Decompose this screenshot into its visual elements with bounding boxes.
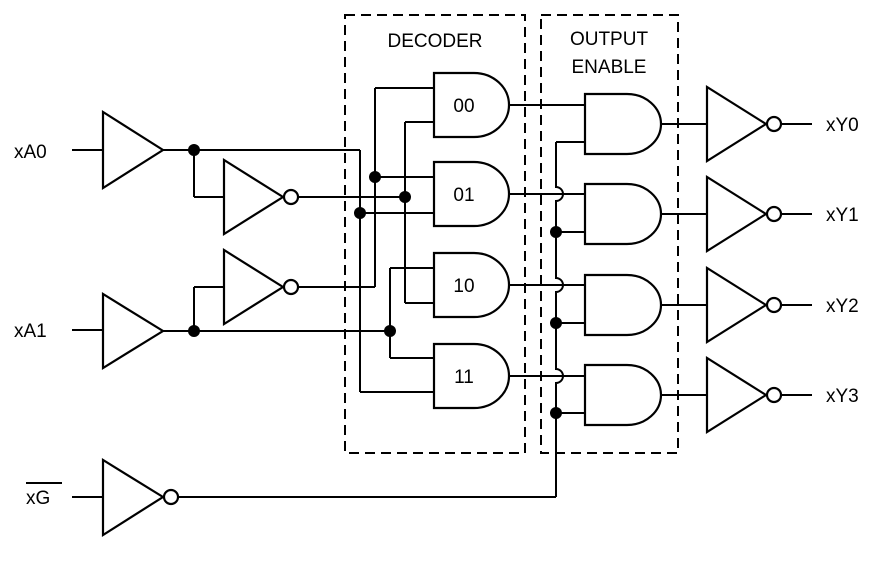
a1-inverter-bubble <box>282 278 300 296</box>
enable-and-gate-3 <box>583 363 663 427</box>
output-inverter-bubble-2 <box>765 296 783 314</box>
output-inverter-bubble-0 <box>765 115 783 133</box>
output-inverter-1 <box>705 175 769 253</box>
a0-buffer <box>101 110 166 190</box>
a0-inverter-bubble <box>282 188 300 206</box>
enable-and-gate-2 <box>583 273 663 337</box>
output-inverter-bubble-1 <box>765 205 783 223</box>
output-inverter-bubble-3 <box>765 386 783 404</box>
and-gate-11 <box>432 342 511 410</box>
decoder-block-label: DECODER <box>387 31 482 52</box>
output-inverter-0 <box>705 85 769 163</box>
output-inverter-3 <box>705 356 769 434</box>
junction-dot <box>188 325 200 337</box>
g-enable-bus <box>555 142 564 497</box>
enable-and-gate-1 <box>583 182 663 246</box>
input-label-a0: xA0 <box>14 142 47 163</box>
enable-and-gate-0 <box>583 92 663 156</box>
a1-inverter <box>222 248 286 326</box>
junction-dot <box>550 407 562 419</box>
gate-label-11: 11 <box>454 367 474 388</box>
junction-dot <box>550 226 562 238</box>
input-label-g: xG <box>26 488 50 509</box>
output-label-y0: xY0 <box>826 115 859 136</box>
g-inverter <box>101 458 166 537</box>
and-gate-10 <box>432 251 511 319</box>
output-label-y2: xY2 <box>826 296 859 317</box>
a1-buffer <box>101 292 166 370</box>
gate-label-00: 00 <box>453 96 474 117</box>
junction-dot <box>399 191 411 203</box>
junction-dot <box>369 171 381 183</box>
junction-dot <box>550 317 562 329</box>
output-label-y3: xY3 <box>826 386 859 407</box>
output-enable-block <box>540 14 679 454</box>
and-gate-00 <box>432 71 511 139</box>
input-label-a1: xA1 <box>14 321 47 342</box>
decoder-block <box>344 14 526 454</box>
gate-label-01: 01 <box>453 185 474 206</box>
output-enable-label-line1: OUTPUT <box>570 29 649 50</box>
output-label-y1: xY1 <box>826 205 859 226</box>
junction-dot <box>188 144 200 156</box>
junction-dot <box>384 325 396 337</box>
output-enable-label-line2: ENABLE <box>572 57 647 78</box>
junction-dot <box>354 207 366 219</box>
gate-label-10: 10 <box>453 276 474 297</box>
g-inverter-bubble <box>162 488 180 506</box>
output-inverter-2 <box>705 266 769 344</box>
and-gate-01 <box>432 160 511 228</box>
a0-inverter <box>222 158 286 236</box>
